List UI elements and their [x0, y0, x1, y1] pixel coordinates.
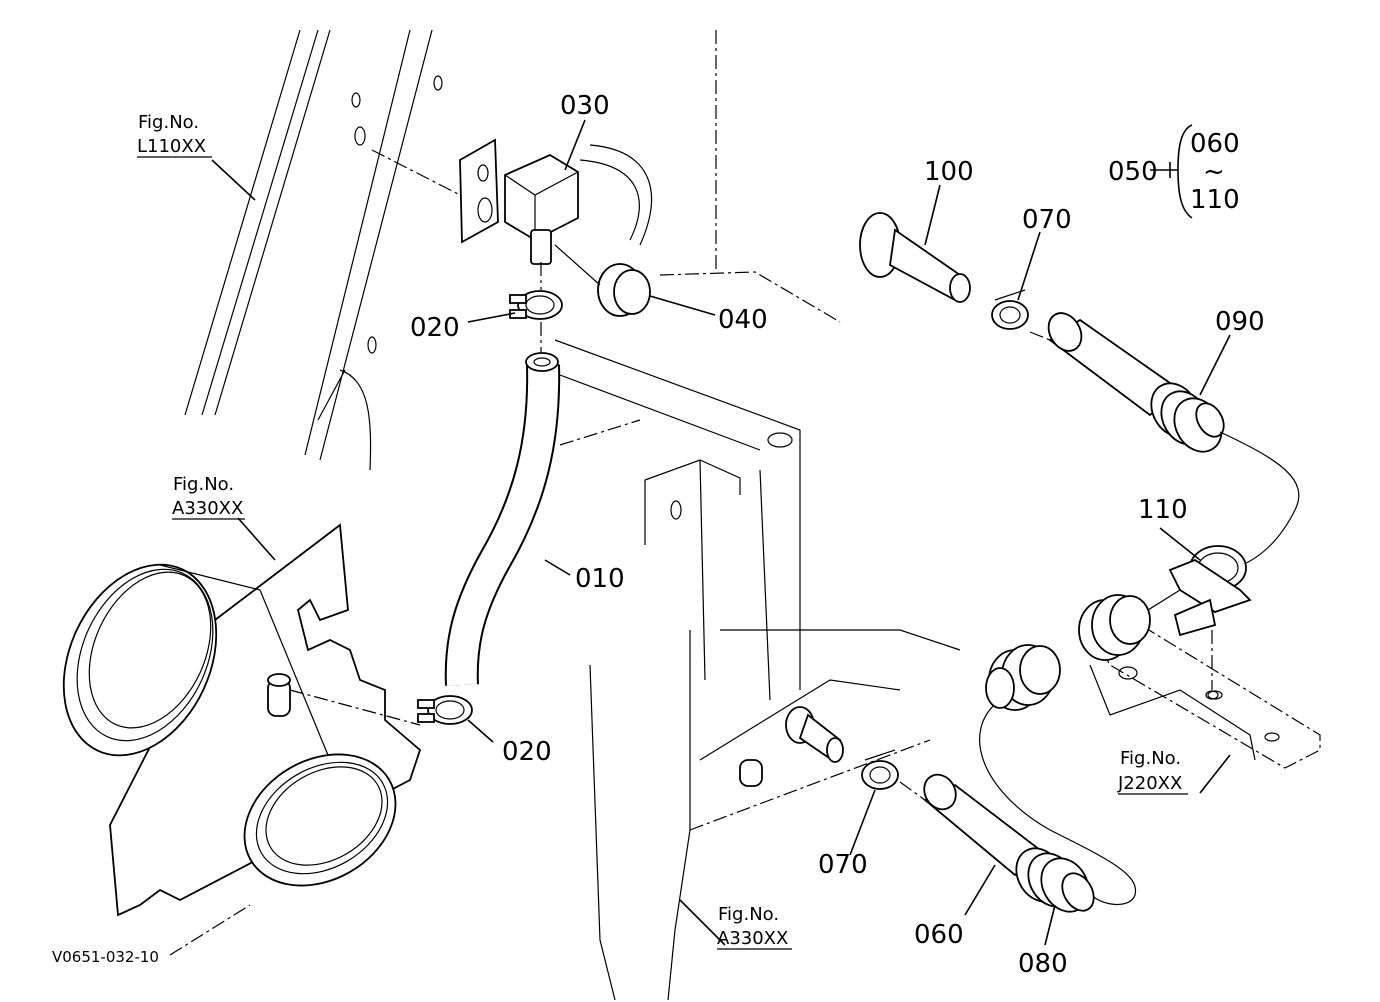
label-070-upper: 070 — [1022, 205, 1072, 235]
label-020-lower: 020 — [502, 737, 552, 767]
label-060-lower: 060 — [914, 920, 964, 950]
part-fitting-lower — [739, 706, 844, 787]
part-010-hose — [444, 352, 561, 686]
fig-ref-title-1: Fig.No. — [138, 112, 199, 133]
label-080: 080 — [1018, 949, 1068, 979]
fig-ref-code-2: A330XX — [172, 498, 243, 519]
leader-lines — [211, 119, 1231, 946]
part-040-cap — [554, 144, 653, 317]
fig-ref-code-3: A330XX — [717, 928, 788, 949]
label-110: 110 — [1138, 495, 1188, 525]
label-090: 090 — [1215, 307, 1265, 337]
label-010: 010 — [575, 564, 625, 594]
label-030: 030 — [560, 91, 610, 121]
label-040: 040 — [718, 305, 768, 335]
label-060-range-start: 060 — [1190, 129, 1240, 159]
diagram-code: V0651-032-10 — [52, 948, 159, 966]
fig-ref-title-4: Fig.No. — [1120, 748, 1181, 769]
label-110-range-end: 110 — [1190, 185, 1240, 215]
part-070-clamp-upper — [991, 289, 1029, 330]
part-100-fitting-upper — [859, 212, 971, 303]
fig-ref-title-2: Fig.No. — [173, 474, 234, 495]
part-030-bracket — [371, 138, 579, 290]
air-cleaner-body — [62, 523, 422, 956]
range-tilde: ~ — [1203, 157, 1225, 187]
label-100: 100 — [924, 157, 974, 187]
part-070-clamp-lower — [861, 749, 899, 790]
part-110-band — [1168, 545, 1252, 700]
part-corrugated-mid — [985, 594, 1151, 711]
fig-ref-code-1: L110XX — [137, 136, 206, 157]
part-labels: 030 020 040 010 020 100 070 090 110 070 … — [410, 91, 1265, 979]
part-090-hose-upper — [1029, 312, 1225, 453]
label-050: 050 — [1108, 157, 1158, 187]
label-020-upper: 020 — [410, 313, 460, 343]
frame-outlines — [184, 29, 1280, 1001]
part-080-corrugated-lower — [1015, 847, 1095, 913]
fig-ref-code-4: J220XX — [1117, 773, 1182, 794]
fig-ref-title-3: Fig.No. — [718, 904, 779, 925]
label-070-lower: 070 — [818, 850, 868, 880]
figure-references: Fig.No. L110XX Fig.No. A330XX Fig.No. A3… — [137, 112, 1188, 950]
part-020-clip-lower — [417, 695, 473, 725]
part-020-clip-upper — [509, 290, 563, 352]
